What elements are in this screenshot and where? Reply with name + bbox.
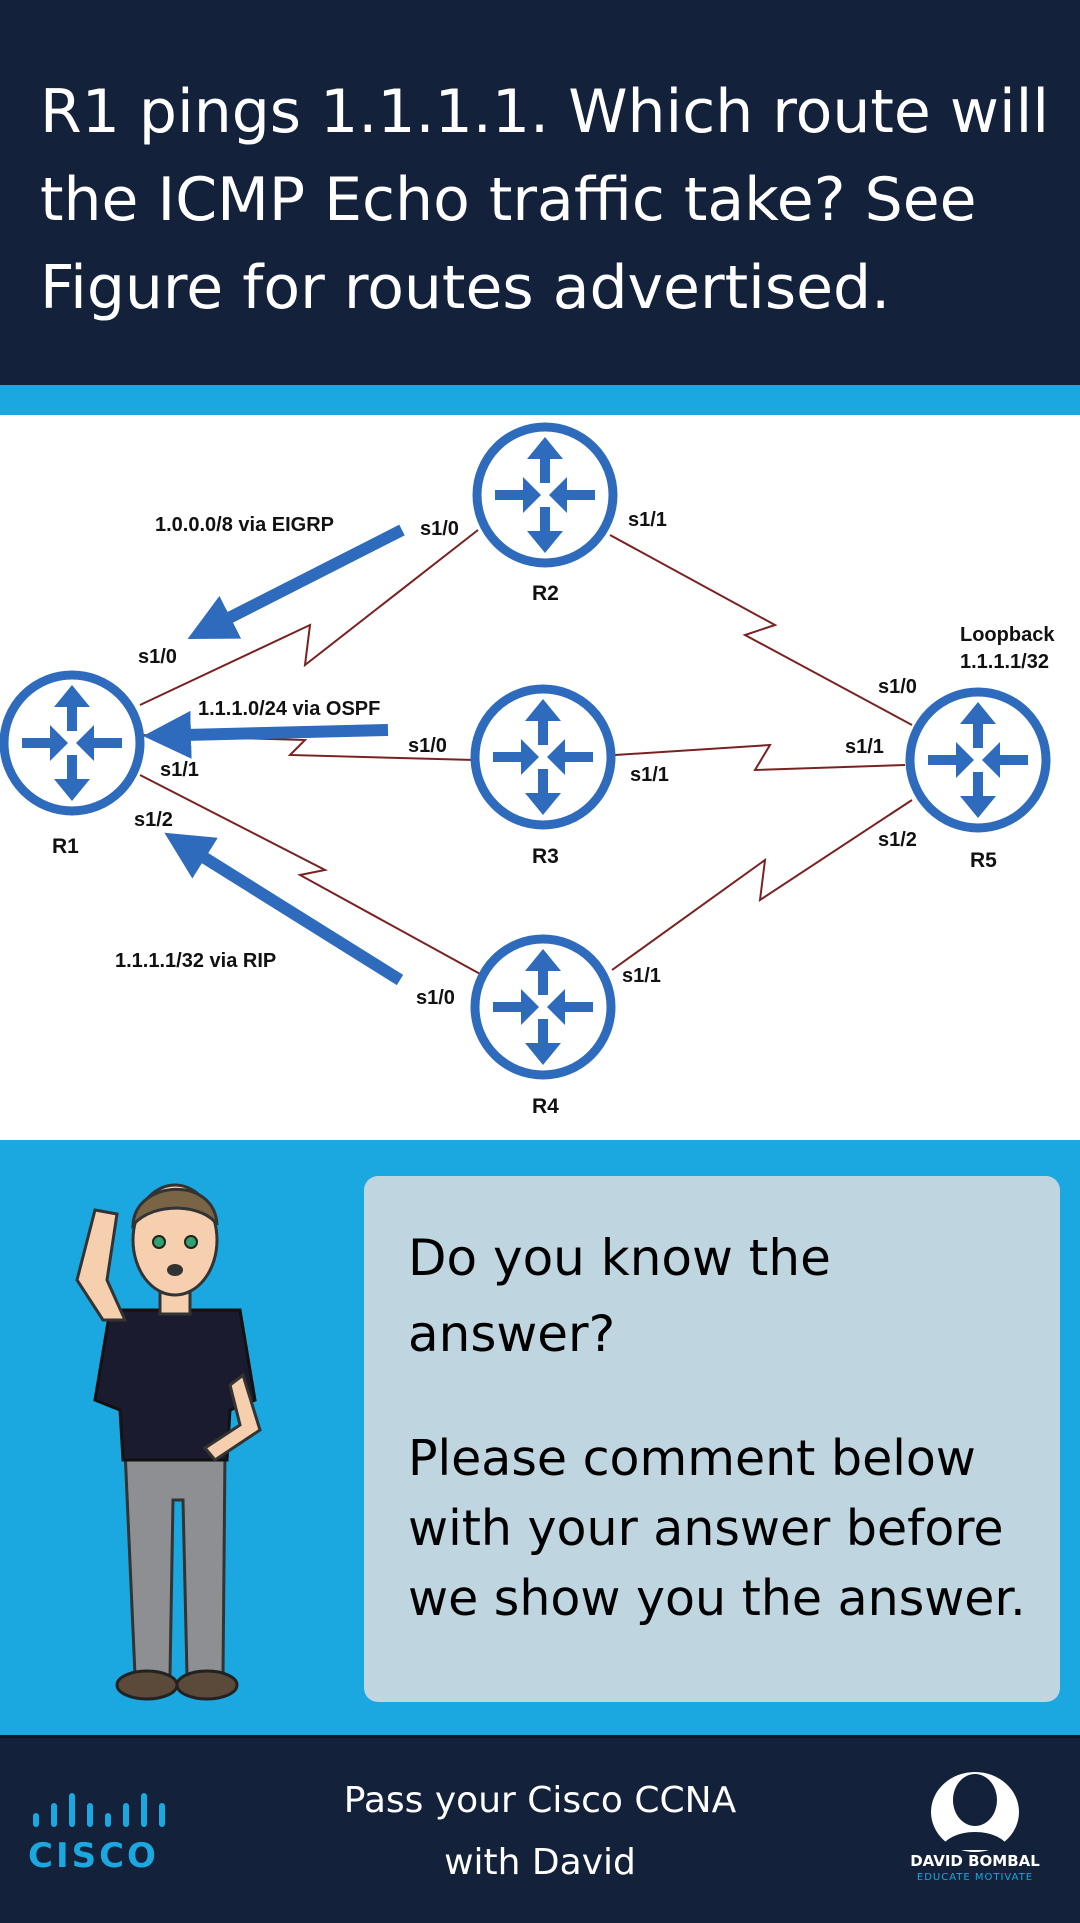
interface-label: s1/1: [628, 509, 667, 531]
router-r3-label: R3: [532, 845, 559, 868]
router-r3-icon: [475, 689, 611, 825]
interface-label: s1/0: [408, 735, 447, 757]
interface-label: s1/2: [878, 829, 917, 851]
david-bombal-logo: DAVID BOMBAL EDUCATE MOTIVATE: [900, 1766, 1050, 1906]
link-r4-r5: [611, 799, 913, 971]
interface-label: s1/1: [845, 736, 884, 758]
cisco-logo: CISCO: [28, 1790, 178, 1880]
bombal-name: DAVID BOMBAL: [910, 1852, 1040, 1870]
network-diagram: R1 R2 R3 R4 R5 s1/0 s1/1 s1/2 s1/0 s1/1 …: [0, 415, 1080, 1140]
bombal-portrait-icon: [931, 1772, 1019, 1852]
link-r3-r5: [614, 743, 906, 772]
link-r1-r2: [139, 529, 479, 706]
interface-label: s1/0: [420, 518, 459, 540]
interface-label: s1/1: [160, 759, 199, 781]
loopback-label: Loopback: [960, 624, 1055, 646]
link-r2-r5: [609, 534, 913, 726]
interface-label: s1/1: [630, 764, 669, 786]
router-r1-icon: [4, 675, 140, 811]
interface-label: s1/1: [622, 965, 661, 987]
topology-svg: R1 R2 R3 R4 R5 s1/0 s1/1 s1/2 s1/0 s1/1 …: [0, 415, 1055, 1118]
question-title: R1 pings 1.1.1.1. Which route will the I…: [40, 77, 1049, 323]
bombal-tagline: EDUCATE MOTIVATE: [916, 1872, 1034, 1883]
footer-tagline: Pass your Cisco CCNA with David: [343, 1780, 737, 1883]
interface-label: s1/0: [416, 987, 455, 1009]
router-r4-label: R4: [532, 1095, 559, 1118]
prompt-question: Do you know the answer?: [408, 1229, 831, 1363]
interface-label: s1/0: [878, 676, 917, 698]
eigrp-route-arrow: [187, 524, 405, 640]
interface-label: s1/0: [138, 646, 177, 668]
rip-route-arrow: [164, 832, 404, 986]
rip-route-label: 1.1.1.1/32 via RIP: [115, 950, 276, 972]
ospf-route-label: 1.1.1.0/24 via OSPF: [198, 698, 380, 720]
router-r2-label: R2: [532, 582, 559, 605]
cisco-wordmark: CISCO: [28, 1836, 159, 1876]
router-r2-icon: [477, 427, 613, 563]
header: R1 pings 1.1.1.1. Which route will the I…: [0, 0, 1080, 385]
cisco-bars-icon: [33, 1793, 165, 1827]
loopback-address: 1.1.1.1/32: [960, 651, 1049, 673]
router-r5-label: R5: [970, 849, 997, 872]
interface-label: s1/2: [134, 809, 173, 831]
thinking-character-illustration: [55, 1170, 295, 1730]
accent-bar: [0, 385, 1080, 415]
prompt-instruction: Please comment below with your answer be…: [408, 1430, 1026, 1627]
router-r5-icon: [910, 692, 1046, 828]
footer: CISCO Pass your Cisco CCNA with David DA…: [0, 1735, 1080, 1923]
router-r1-label: R1: [52, 835, 79, 858]
ospf-route-arrow: [143, 710, 389, 759]
router-r4-icon: [475, 939, 611, 1075]
eigrp-route-label: 1.0.0.0/8 via EIGRP: [155, 514, 334, 536]
link-r1-r4: [139, 774, 483, 976]
prompt-card: Do you know the answer? Please comment b…: [364, 1176, 1060, 1702]
